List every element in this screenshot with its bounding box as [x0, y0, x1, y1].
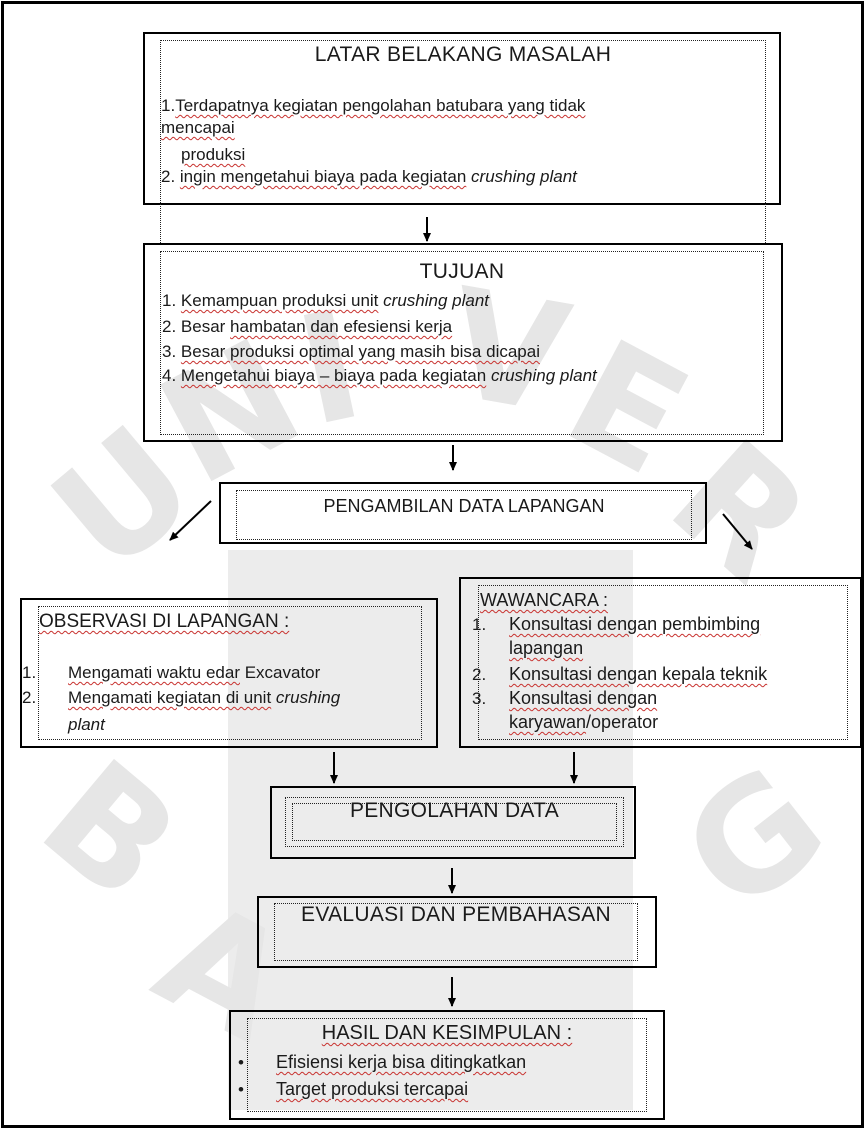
tujuan-item-4: 4. Mengetahui biaya – biaya pada kegiata… — [162, 366, 597, 385]
evaluasi-title: EVALUASI DAN PEMBAHASAN — [301, 903, 611, 926]
node-tujuan-dotted-frame — [160, 251, 764, 435]
node-wawancara — [459, 577, 862, 748]
wawancara-num-3: 3. — [472, 689, 487, 708]
node-observasi — [20, 598, 438, 748]
hasil-title: HASIL DAN KESIMPULAN : — [321, 1022, 573, 1044]
latar-line-1: 1.Terdapatnya kegiatan pengolahan batuba… — [161, 96, 586, 115]
node-hasil — [229, 1010, 665, 1120]
observasi-item-1-text: Mengamati waktu edar Excavator — [68, 663, 321, 682]
node-evaluasi — [257, 896, 657, 968]
wawancara-item-3-cont: karyawan/operator — [509, 712, 659, 732]
tujuan-item-1: 1. Kemampuan produksi unit crushing plan… — [162, 291, 489, 310]
wawancara-title: WAWANCARA : — [480, 590, 609, 610]
hasil-bullet-2: • — [238, 1080, 244, 1099]
wawancara-item-3: Konsultasi dengan — [509, 688, 658, 708]
node-pengolahan-data — [270, 786, 636, 859]
node-pengambilan-dotted-frame — [236, 490, 692, 540]
wawancara-num-1: 1. — [472, 615, 487, 634]
tujuan-item-2: 2. Besar hambatan dan efesiensi kerja — [162, 317, 453, 336]
node-evaluasi-dotted-frame — [274, 903, 638, 961]
node-wawancara-dotted-frame — [478, 585, 848, 740]
arrow-pengambilan-to-wawancara — [722, 513, 753, 550]
hasil-bullet-1: • — [238, 1053, 244, 1072]
latar-title: LATAR BELAKANG MASALAH — [314, 43, 612, 66]
node-latar-belakang — [143, 32, 781, 205]
tujuan-item-3: 3. Besar produksi optimal yang masih bis… — [162, 342, 540, 361]
node-observasi-dotted-frame — [38, 606, 422, 740]
hasil-item-2: Target produksi tercapai — [276, 1079, 469, 1099]
wawancara-item-2: Konsultasi dengan kepala teknik — [509, 664, 768, 684]
node-pengambilan-data — [219, 482, 707, 544]
node-tujuan — [143, 243, 783, 442]
observasi-item-2-text: Mengamati kegiatan di unit crushing — [68, 688, 341, 707]
tujuan-title: TUJUAN — [419, 260, 505, 283]
latar-line-4: 2. ingin mengetahui biaya pada kegiatan … — [161, 167, 577, 186]
node-pengolahan-dotted-frame-inner — [292, 803, 617, 841]
wawancara-item-1: Konsultasi dengan pembimbing — [509, 614, 761, 634]
wawancara-num-2: 2. — [472, 665, 487, 684]
pengambilan-title: PENGAMBILAN DATA LAPANGAN — [323, 496, 605, 516]
observasi-item-2-cont: plant — [68, 715, 105, 734]
arrow-pengambilan-to-observasi — [169, 500, 212, 541]
node-pengolahan-dotted-frame — [285, 797, 624, 847]
latar-line-2: mencapai — [161, 118, 235, 137]
pengolahan-title: PENGOLAHAN DATA — [349, 799, 560, 822]
wawancara-item-1-cont: lapangan — [509, 638, 584, 658]
observasi-title: OBSERVASI DI LAPANGAN : — [39, 611, 290, 632]
observasi-item-2: 2. — [22, 688, 37, 707]
hasil-item-1: Efisiensi kerja bisa ditingkatkan — [276, 1052, 527, 1072]
latar-line-3: produksi — [181, 145, 246, 164]
node-hasil-dotted-frame — [247, 1018, 647, 1112]
observasi-item-1: 1. — [22, 663, 37, 682]
